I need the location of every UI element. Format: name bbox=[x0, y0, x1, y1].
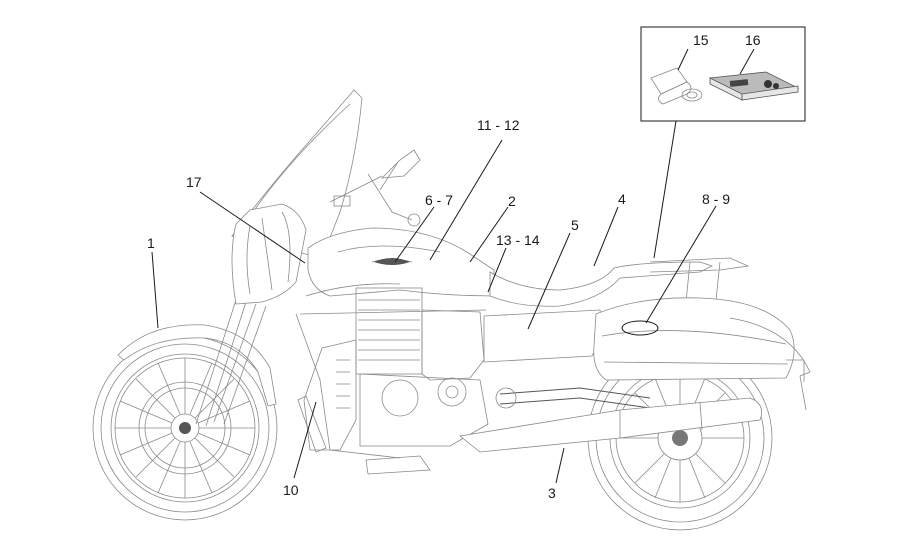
callout-6-7: 6 - 7 bbox=[425, 192, 453, 208]
front-fork bbox=[195, 299, 267, 427]
callout-5: 5 bbox=[571, 217, 579, 233]
motorcycle-illustration bbox=[92, 89, 811, 531]
callout-10: 10 bbox=[283, 482, 299, 498]
touch-up-kit-illustration bbox=[650, 67, 703, 105]
callout-1: 1 bbox=[147, 235, 155, 251]
frame-tube bbox=[295, 283, 487, 459]
leader-lines bbox=[151, 120, 717, 484]
rear-rack bbox=[649, 257, 750, 303]
saddlebag-logo-decal bbox=[621, 320, 659, 336]
exhaust-muffler bbox=[459, 397, 763, 453]
side-panel bbox=[483, 309, 602, 363]
engine bbox=[303, 287, 489, 475]
drive-shaft bbox=[499, 387, 651, 409]
handlebar-and-mirror bbox=[329, 149, 421, 227]
callout-2: 2 bbox=[508, 193, 516, 209]
callout-16: 16 bbox=[745, 32, 761, 48]
callout-11-12: 11 - 12 bbox=[477, 117, 520, 133]
front-fender bbox=[117, 324, 277, 407]
kit-inset bbox=[640, 26, 806, 122]
callout-4: 4 bbox=[618, 191, 626, 207]
manual-booklet-illustration bbox=[708, 71, 800, 101]
callout-15: 15 bbox=[693, 32, 709, 48]
front-wheel bbox=[92, 335, 278, 521]
saddlebag bbox=[593, 297, 795, 381]
callout-labels: 1 17 6 - 7 11 - 12 2 13 - 14 5 4 8 - 9 1… bbox=[147, 32, 761, 501]
tank-logo-decal bbox=[374, 258, 410, 265]
footboard bbox=[297, 395, 327, 453]
callout-3: 3 bbox=[548, 485, 556, 501]
headlight-fairing bbox=[231, 203, 307, 305]
seat bbox=[489, 261, 714, 307]
callout-8-9: 8 - 9 bbox=[702, 191, 730, 207]
callout-13-14: 13 - 14 bbox=[496, 232, 540, 248]
callout-17: 17 bbox=[186, 174, 202, 190]
rear-fender bbox=[729, 317, 811, 411]
